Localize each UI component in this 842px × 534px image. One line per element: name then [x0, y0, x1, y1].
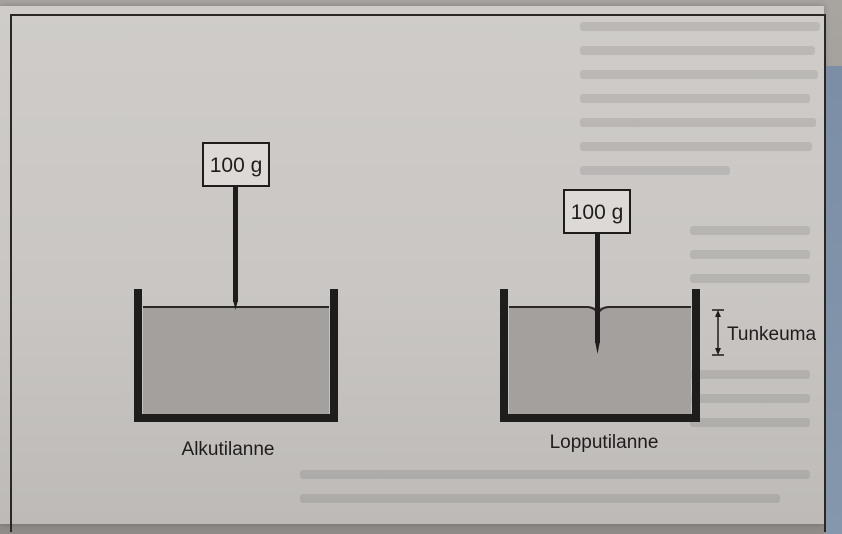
faint-text-line: [300, 470, 810, 479]
initial-weight-label: 100 g: [210, 154, 263, 177]
final-needle-shaft: [595, 233, 600, 343]
initial-caption: Alkutilanne: [182, 439, 275, 460]
final-needle-tip: [595, 341, 600, 354]
dimension-arrow-down: [715, 348, 721, 355]
faint-text-line: [690, 370, 810, 379]
initial-liquid: [143, 307, 329, 414]
initial-weight-box: [202, 142, 270, 187]
faint-text-line: [690, 274, 810, 283]
faint-text-line: [690, 250, 810, 259]
figure-frame: [10, 14, 826, 532]
faint-text-line: [580, 22, 820, 31]
faint-text-line: [300, 494, 780, 503]
initial-setup: 100 g Alkutilanne: [134, 142, 338, 460]
faint-text-line: [580, 166, 730, 175]
book-page: [0, 6, 824, 524]
final-weight-box: [563, 189, 631, 234]
final-weight-label: 100 g: [571, 201, 624, 224]
initial-container: [134, 289, 338, 422]
penetration-dimension: Tunkeuma: [712, 309, 816, 356]
initial-needle-shaft: [233, 186, 238, 302]
faint-text-line: [580, 118, 816, 127]
blue-page-edge: [826, 66, 842, 534]
faint-text-line: [580, 70, 818, 79]
initial-needle-tip: [233, 300, 238, 310]
final-caption: Lopputilanne: [550, 432, 659, 453]
faint-text-line: [690, 394, 810, 403]
faint-text-line: [690, 418, 810, 427]
dimension-arrow-up: [715, 310, 721, 317]
final-container: [500, 289, 700, 422]
faint-text-line: [580, 142, 812, 151]
faint-text-line: [580, 46, 815, 55]
final-setup: 100 g Lopputilanne Tunkeuma: [500, 189, 816, 453]
faint-text-line: [580, 94, 810, 103]
dimension-label: Tunkeuma: [727, 324, 816, 345]
faint-text-line: [690, 226, 810, 235]
